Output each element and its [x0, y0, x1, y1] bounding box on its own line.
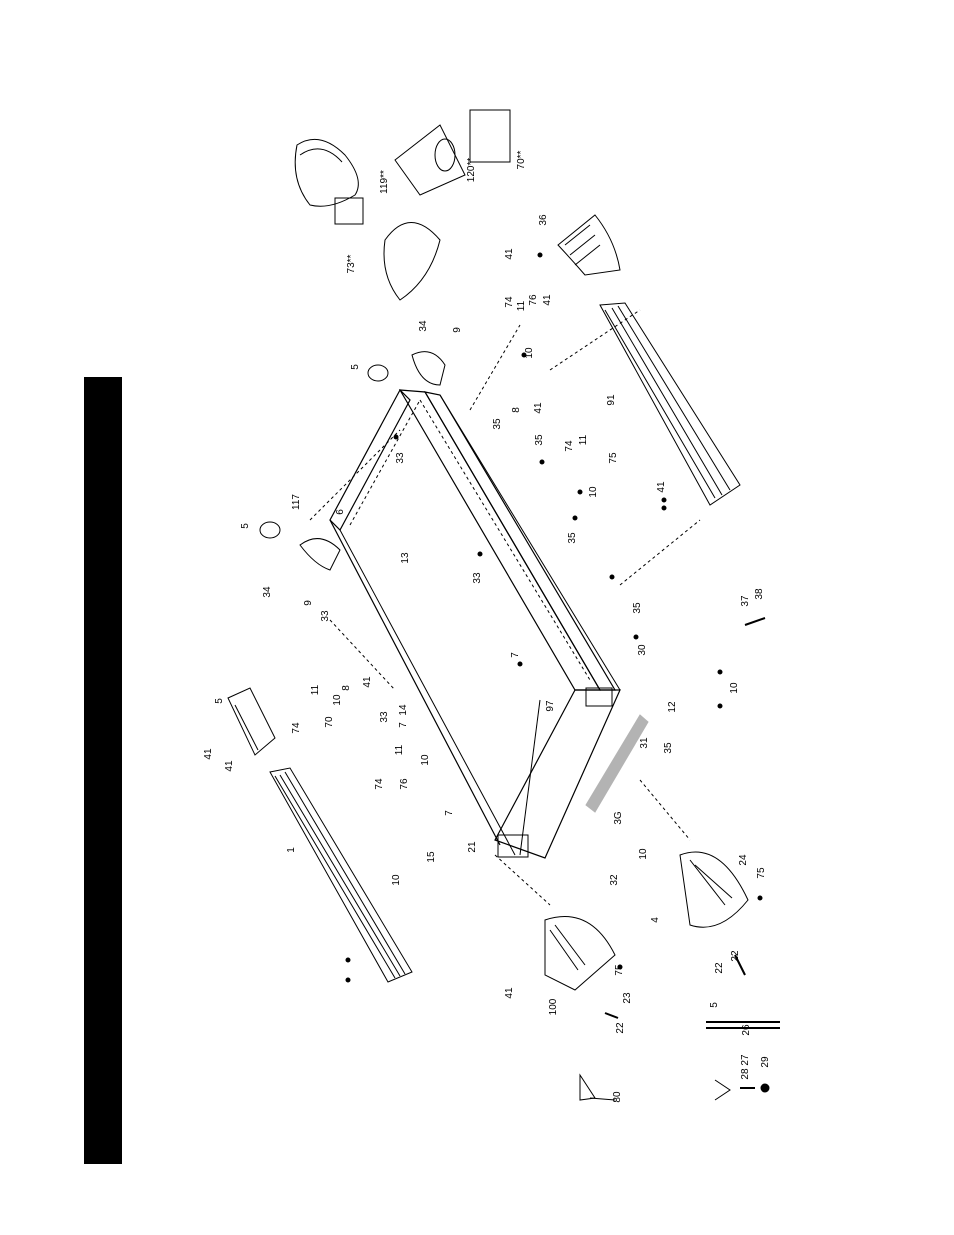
callout-label: 35 [664, 742, 674, 753]
callout-label: 33 [321, 610, 331, 621]
callout-label: 41 [363, 676, 373, 687]
callout-label: 8 [342, 685, 352, 691]
callout-label: 41 [543, 294, 553, 305]
callout-label: 8 [512, 407, 522, 413]
callout-label: 33 [380, 711, 390, 722]
callout-label: 22 [616, 1022, 626, 1033]
callout-label: 80 [613, 1091, 623, 1102]
callout-label: 11 [311, 685, 321, 695]
callout-label: 5 [215, 698, 225, 704]
callout-label: 97 [546, 700, 556, 711]
callout-label: 9 [453, 327, 463, 333]
callout-label: 74 [565, 440, 575, 451]
callout-label: 14 [399, 704, 409, 715]
callout-label: 41 [534, 402, 544, 413]
callout-label: 26 [742, 1024, 752, 1035]
callout-label: 10 [639, 848, 649, 859]
callout-label: 7 [399, 722, 409, 728]
callout-label: 6 [336, 509, 346, 515]
callout-label: 35 [568, 532, 578, 543]
callout-label: 29 [761, 1056, 771, 1067]
callout-label: 117 [292, 494, 302, 510]
accessories [295, 110, 510, 300]
callout-label: 34 [419, 320, 429, 331]
callout-label: 33 [396, 452, 406, 463]
callout-label: 36 [539, 214, 549, 225]
callout-label: 11 [579, 435, 589, 445]
callout-label: 76 [400, 778, 410, 789]
callout-label: 35 [535, 434, 545, 445]
callout-label: 27 [741, 1054, 751, 1065]
callout-label: 32 [610, 874, 620, 885]
callout-label: 1 [287, 847, 297, 853]
callout-label: 4 [651, 917, 661, 923]
callout-label: 70** [517, 151, 527, 170]
callout-label: 5 [241, 523, 251, 529]
callout-label: 11 [395, 745, 405, 755]
callout-label: 3G [614, 811, 624, 824]
callout-label: 12 [668, 701, 678, 712]
callout-label: 120** [467, 158, 477, 182]
callout-label: 15 [427, 851, 437, 862]
callout-label: 73** [347, 255, 357, 274]
callout-label: 23 [623, 992, 633, 1003]
callout-label: 41 [505, 987, 515, 998]
callout-label: 38 [755, 588, 765, 599]
callout-label: 34 [263, 586, 273, 597]
callout-label: 75 [757, 867, 767, 878]
callout-label: 91 [607, 394, 617, 405]
callout-label: 100 [549, 999, 559, 1016]
roller-end-caps [260, 352, 445, 570]
callout-label: 21 [468, 841, 478, 852]
right-side-rail-91 [600, 303, 740, 505]
callout-label: 74 [505, 296, 515, 307]
callout-label: 75 [615, 964, 625, 975]
callout-label: 24 [739, 854, 749, 865]
callout-label: 10 [333, 694, 343, 705]
callout-label: 41 [657, 481, 667, 492]
callout-label: 13 [401, 552, 411, 563]
callout-label: 74 [292, 722, 302, 733]
callout-label: 10 [525, 347, 535, 358]
callout-label: 41 [204, 748, 214, 759]
shaded-strip [586, 715, 648, 812]
callout-label: 9 [304, 600, 314, 606]
callout-label: 37 [741, 595, 751, 606]
callout-label: 74 [375, 778, 385, 789]
callout-label: 7 [511, 652, 521, 658]
callout-label: 41 [225, 760, 235, 771]
callout-label: 119** [380, 170, 390, 194]
callout-label: 33 [473, 572, 483, 583]
callout-label: 31 [640, 737, 650, 748]
callout-label: 76 [529, 294, 539, 305]
deck-13 [350, 400, 590, 680]
callout-label: 22 [731, 950, 741, 961]
callout-label: 10 [730, 682, 740, 693]
callout-label: 35 [493, 418, 503, 429]
callout-label: 75 [609, 452, 619, 463]
callout-label: 10 [421, 754, 431, 765]
callout-label: 22 [715, 962, 725, 973]
callout-label: 10 [392, 874, 402, 885]
callout-label: 5 [710, 1002, 720, 1008]
callout-label: 5 [351, 364, 361, 370]
callout-label: 28 [741, 1068, 751, 1079]
callout-label: 41 [505, 248, 515, 259]
callout-label: 70 [325, 716, 335, 727]
callout-label: 11 [517, 301, 527, 311]
callout-label: 30 [638, 644, 648, 655]
callout-label: 7 [445, 810, 455, 816]
callout-label: 35 [633, 602, 643, 613]
callout-label: 10 [589, 486, 599, 497]
